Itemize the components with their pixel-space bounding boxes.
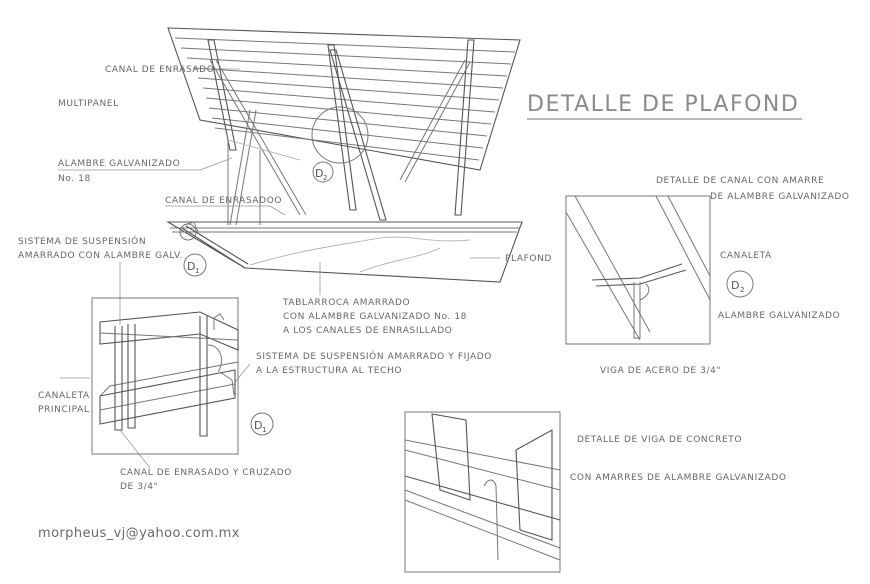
label-suspension-1: SISTEMA DE SUSPENSIÓN AMARRADO Y FIJADO — [256, 350, 492, 362]
label-detalle-canal-2: DE ALAMBRE GALVANIZADO — [710, 192, 850, 202]
label-alambre-1: ALAMBRE GALVANIZADO — [58, 159, 180, 169]
label-suspension-2: A LA ESTRUCTURA AL TECHO — [256, 366, 402, 376]
tag-d2-detail-letter: D — [731, 279, 739, 292]
detail-d2-box — [565, 195, 711, 345]
label-viga-acero: VIGA DE ACERO DE 3/4" — [600, 366, 721, 376]
tag-d1-detail-sub: 1 — [262, 426, 266, 434]
label-viga-concreto-2: CON AMARRES DE ALAMBRE GALVANIZADO — [570, 473, 787, 483]
label-canal-cruzado-2: DE 3/4" — [120, 482, 158, 492]
drawing-title: DETALLE DE PLAFOND — [527, 92, 799, 117]
tag-d2-detail-sub: 2 — [740, 286, 744, 294]
label-plafond: PLAFOND — [505, 254, 552, 264]
label-canaleta-1: CANALETA — [38, 391, 90, 401]
tag-d1-detail: D 1 — [250, 412, 274, 436]
label-tablarroca-1: TABLARROCA AMARRADO — [282, 298, 410, 308]
label-multipanel: MULTIPANEL — [58, 99, 119, 109]
tag-d1-main-sub: 1 — [195, 267, 199, 275]
label-sistema-2: AMARRADO CON ALAMBRE GALV. — [18, 251, 183, 261]
tag-d2-main-sub: 2 — [323, 174, 327, 182]
tag-d2-detail: D 2 — [726, 270, 754, 298]
label-canal-enrasado-top: CANAL DE ENRASADO — [105, 65, 214, 75]
label-canal-cruzado-1: CANAL DE ENRASADO Y CRUZADO — [120, 468, 292, 478]
tag-d1-detail-letter: D — [254, 419, 262, 432]
credit-email: morpheus_vj@yahoo.com.mx — [38, 526, 240, 541]
label-tablarroca-2: CON ALAMBRE GALVANIZADO No. 18 — [283, 312, 467, 322]
label-tablarroca-3: A LOS CANALES DE ENRASILLADO — [283, 326, 453, 336]
concrete-beam-detail — [404, 411, 561, 573]
label-canaleta-2: PRINCIPAL — [38, 405, 89, 415]
tag-d2-main-letter: D — [315, 167, 323, 180]
main-ceiling-drawing — [166, 27, 523, 283]
tag-d1-main: D 1 — [183, 253, 207, 277]
label-viga-concreto-1: DETALLE DE VIGA DE CONCRETO — [577, 435, 742, 445]
label-canal-enrasadoo: CANAL DE ENRASADOO — [165, 196, 282, 206]
label-detalle-canal-1: DETALLE DE CANAL CON AMARRE — [656, 176, 824, 186]
tag-d1-main-letter: D — [187, 260, 195, 273]
leader-lines — [58, 68, 500, 469]
label-alambre-2: No. 18 — [58, 174, 91, 184]
labels: CANAL DE ENRASADO MULTIPANEL ALAMBRE GAL… — [18, 65, 850, 492]
label-canaleta-d2: CANALETA — [720, 251, 772, 261]
label-alambre-d2: ALAMBRE GALVANIZADO — [718, 311, 840, 321]
tag-d2-main: D 2 — [312, 161, 334, 183]
detail-d1-box — [91, 297, 239, 455]
label-sistema-1: SISTEMA DE SUSPENSIÓN — [18, 235, 146, 247]
